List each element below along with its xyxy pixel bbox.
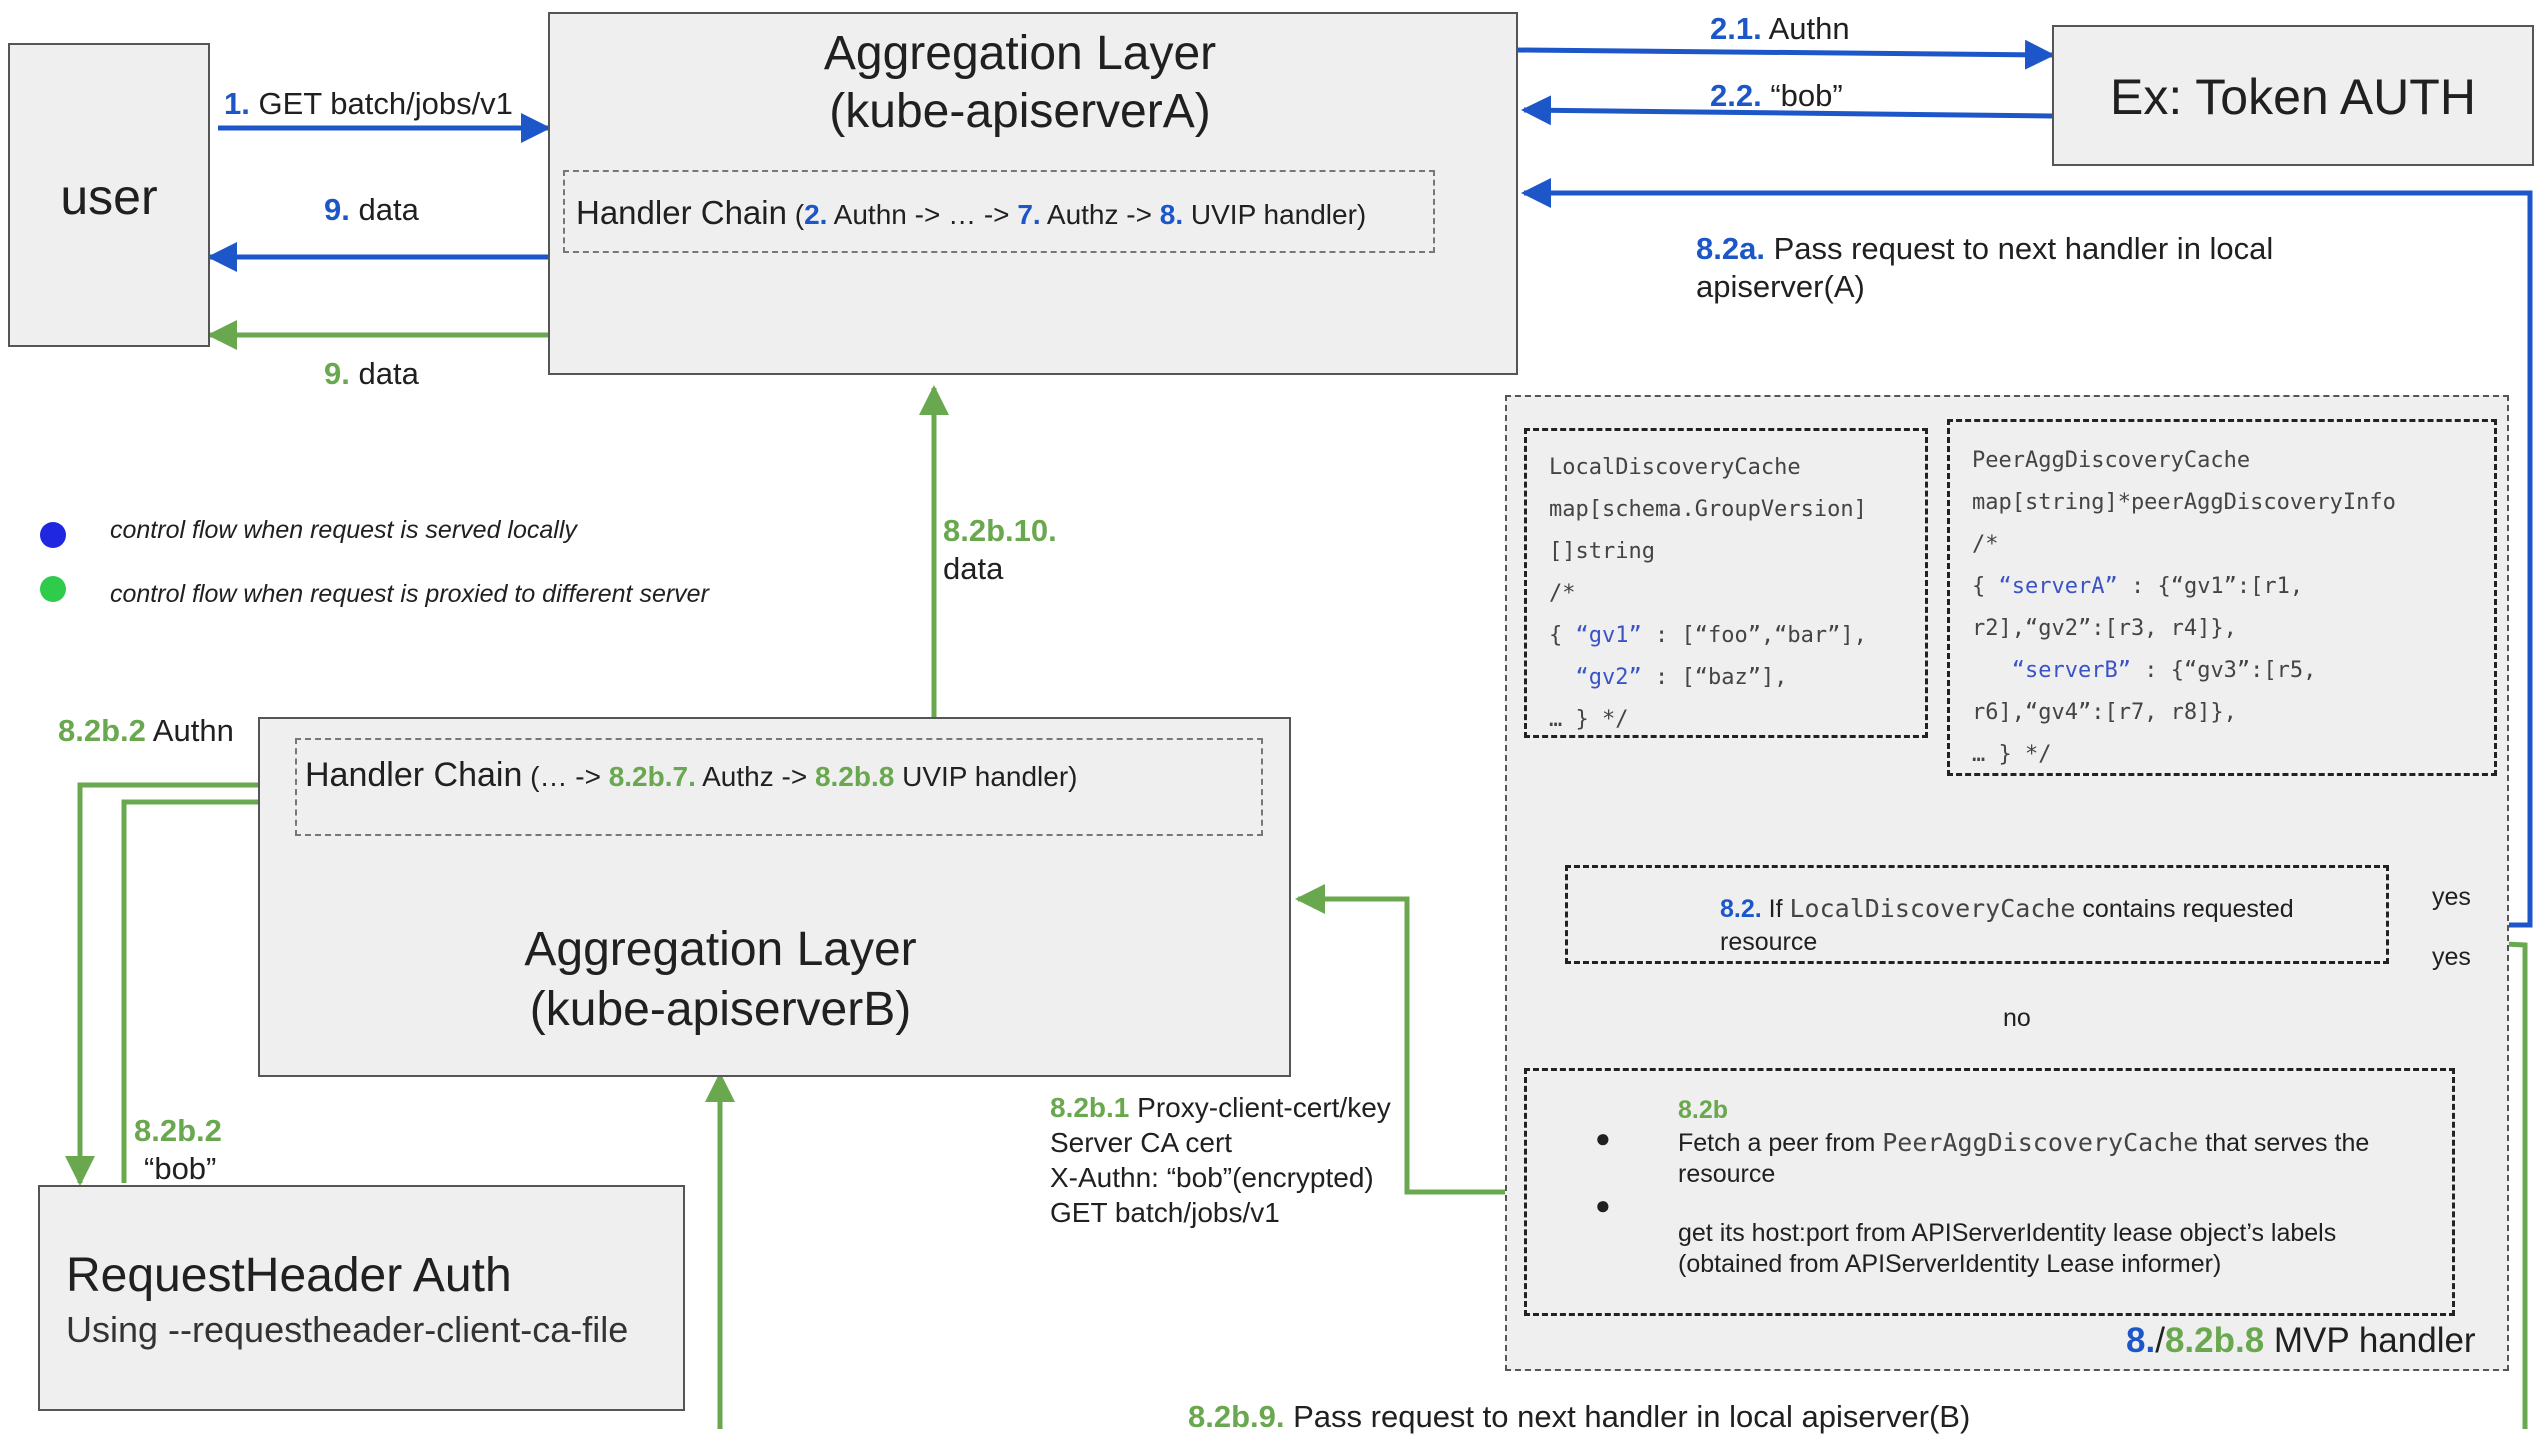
legend-green-text: control flow when request is proxied to … bbox=[110, 580, 709, 608]
fetch-bullet-dot-2: ● bbox=[1595, 1190, 1611, 1220]
peer-agg-discovery-cache-box bbox=[1947, 419, 2497, 776]
local-discovery-cache-box bbox=[1524, 428, 1928, 738]
mvp-handler-label: 8./8.2b.8 MVP handler bbox=[2126, 1321, 2476, 1360]
agg-a-title-line2: (kube-apiserverA) bbox=[829, 85, 1211, 138]
arrow-step82b1 bbox=[1295, 884, 1522, 1195]
legend-blue-dot bbox=[40, 522, 66, 548]
requestheader-auth-box bbox=[38, 1185, 685, 1411]
fetch-peer-box bbox=[1524, 1068, 2455, 1316]
agg-b-title-line2: (kube-apiserverB) bbox=[529, 983, 912, 1036]
fetch-step-num: 8.2b bbox=[1678, 1096, 1729, 1124]
decision-box bbox=[1565, 865, 2389, 964]
fetch-bullet-1: Fetch a peer from PeerAggDiscoveryCache … bbox=[1678, 1128, 2370, 1188]
token-auth-box bbox=[2052, 25, 2534, 166]
yes-top-label: yes bbox=[2432, 883, 2471, 911]
fetch-bullet-2: get its host:port from APIServerIdentity… bbox=[1678, 1219, 2337, 1278]
mvp-handler-region bbox=[1505, 395, 2509, 1371]
arrow-step22 bbox=[1521, 95, 2053, 126]
user-label: user bbox=[60, 169, 158, 225]
step9-blue-label: 9. data bbox=[324, 192, 419, 227]
step82a-label: 8.2a. Pass request to next handler in lo… bbox=[1696, 231, 2274, 304]
aggregation-layer-b bbox=[258, 717, 1291, 1077]
token-auth-label: Ex: Token AUTH bbox=[2110, 69, 2476, 125]
agg-b-handler-chain bbox=[295, 738, 1263, 836]
no-label: no bbox=[2003, 1004, 2031, 1032]
step82b2-bob-label: 8.2b.2“bob” bbox=[134, 1113, 222, 1186]
agg-b-title-line1: Aggregation Layer bbox=[524, 923, 917, 976]
aggregation-layer-a bbox=[548, 12, 1518, 375]
legend-green-dot bbox=[40, 576, 66, 602]
agg-a-handler-chain bbox=[563, 170, 1435, 253]
yes-bottom-label: yes bbox=[2432, 943, 2471, 971]
step82b9-label: 8.2b.9. Pass request to next handler in … bbox=[1188, 1399, 1971, 1434]
step21-label: 2.1. Authn bbox=[1710, 11, 1850, 46]
arrow-step21 bbox=[1517, 39, 2055, 70]
legend-blue-text: control flow when request is served loca… bbox=[110, 516, 577, 544]
peer-agg-discovery-cache-code: PeerAggDiscoveryCache map[string]*peerAg… bbox=[1972, 448, 2396, 767]
step82b2-authn-label: 8.2b.2 Authn bbox=[58, 713, 234, 748]
arrow-step82b2-authn bbox=[65, 782, 295, 1186]
decision-text: 8.2. If LocalDiscoveryCache contains req… bbox=[1720, 894, 2294, 956]
user-box bbox=[8, 43, 210, 347]
step82b10-label: 8.2b.10.data bbox=[943, 513, 1057, 586]
arrow-step82b2-bob bbox=[121, 787, 294, 1183]
requestheader-auth-title: RequestHeader Auth bbox=[66, 1249, 512, 1302]
requestheader-auth-subtitle: Using --requestheader-client-ca-file bbox=[66, 1309, 629, 1350]
step9-green-label: 9. data bbox=[324, 356, 419, 391]
local-discovery-cache-code: LocalDiscoveryCache map[schema.GroupVers… bbox=[1549, 455, 1867, 732]
step1-label: 1. GET batch/jobs/v1 bbox=[224, 86, 513, 121]
fetch-bullet-dot-1: ● bbox=[1595, 1123, 1611, 1153]
agg-a-title-line1: Aggregation Layer bbox=[823, 27, 1217, 80]
step22-label: 2.2. “bob” bbox=[1710, 78, 1843, 113]
agg-b-handler-chain-text: Handler Chain (… -> 8.2b.7. Authz -> 8.2… bbox=[305, 756, 1078, 794]
agg-a-handler-chain-text: Handler Chain (2. Authn -> … -> 7. Authz… bbox=[576, 194, 1367, 231]
